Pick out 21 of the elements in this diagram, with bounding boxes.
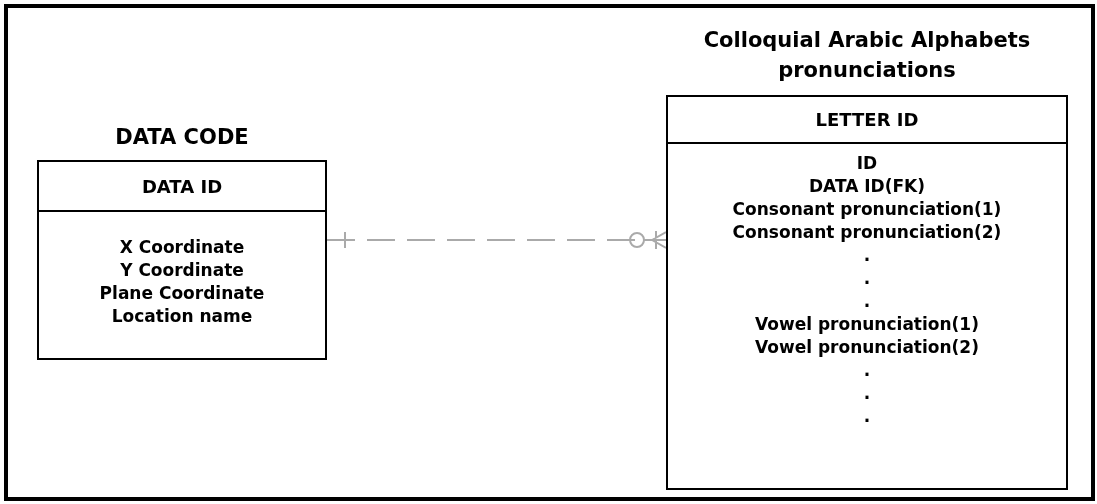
- attribute-text: Consonant pronunciation(2): [732, 221, 1002, 244]
- relationship-line: [326, 230, 667, 250]
- attribute-text: Y Coordinate: [120, 259, 244, 282]
- entity-title: DATA CODE: [115, 124, 249, 151]
- attribute-text: Vowel pronunciation(2): [755, 336, 979, 359]
- attribute-text: Plane Coordinate: [99, 282, 265, 305]
- ellipsis-dot: .: [863, 405, 871, 428]
- attribute-text: Consonant pronunciation(1): [732, 198, 1002, 221]
- entity-title: Colloquial Arabic Alphabets pronunciations: [702, 27, 1032, 84]
- attribute-text: ID: [856, 152, 878, 175]
- attribute-text: DATA ID(FK): [808, 175, 926, 198]
- ellipsis-dot: .: [863, 290, 871, 313]
- primary-key: LETTER ID: [815, 109, 919, 130]
- ellipsis-dot: .: [863, 382, 871, 405]
- attribute-text: Vowel pronunciation(1): [755, 313, 979, 336]
- ellipsis-dot: .: [863, 267, 871, 290]
- ellipsis-dot: .: [863, 359, 871, 382]
- attribute-text: X Coordinate: [119, 236, 245, 259]
- primary-key: DATA ID: [141, 175, 223, 197]
- attribute-text: Location name: [111, 305, 253, 328]
- ellipsis-dot: .: [863, 244, 871, 267]
